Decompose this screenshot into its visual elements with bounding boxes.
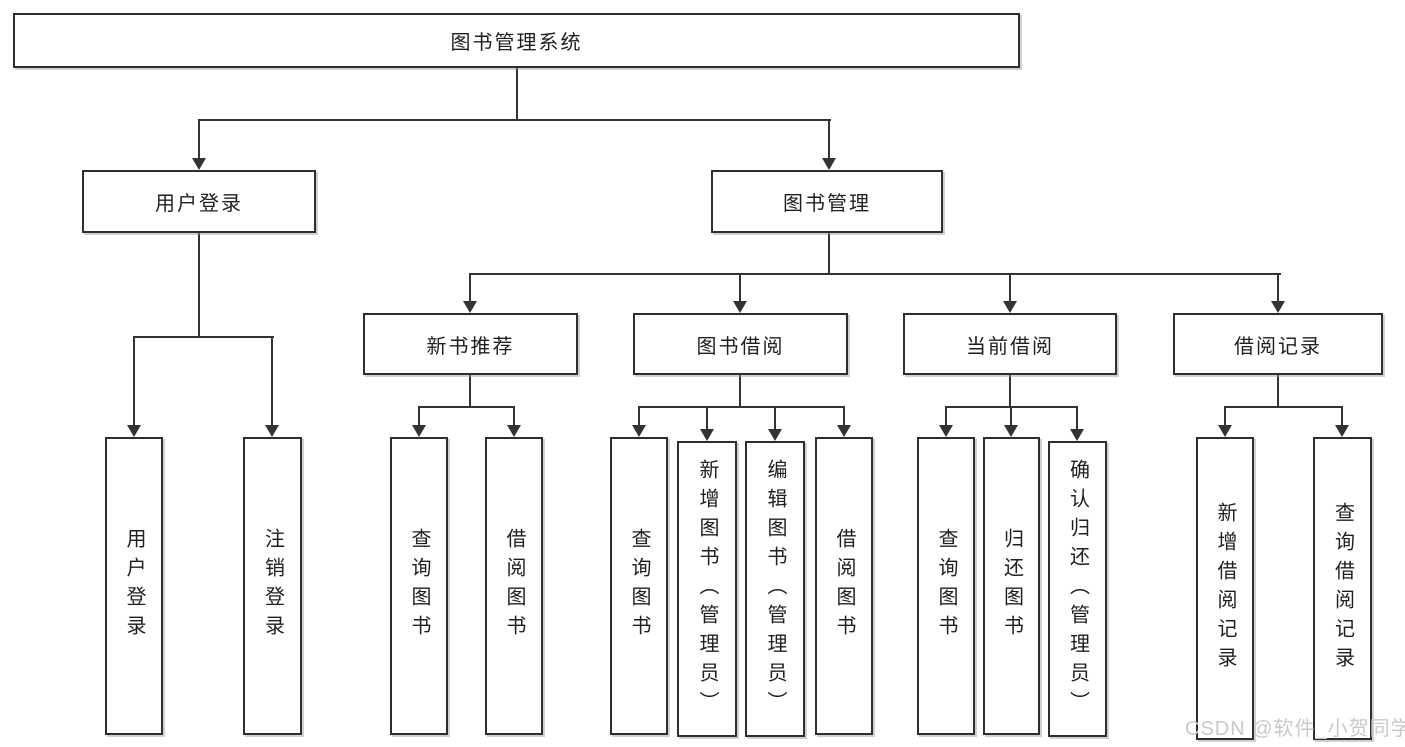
- connector-arrow: [1271, 273, 1285, 313]
- node-user-login: 用户登录: [82, 170, 316, 233]
- connector-arrow: [463, 273, 477, 313]
- leaf-add-book-admin: 新增图书（管理员）: [677, 441, 737, 737]
- connector-arrow: [127, 336, 141, 437]
- connector-line: [828, 233, 830, 274]
- connector-line: [516, 68, 518, 120]
- node-new-book-recommend: 新书推荐: [363, 313, 578, 375]
- connector-arrow: [939, 406, 953, 437]
- leaf-add-borrow-record: 新增借阅记录: [1196, 437, 1254, 740]
- connector-arrow: [632, 406, 646, 437]
- connector-arrow: [1070, 406, 1084, 441]
- leaf-query-books: 查询图书: [610, 437, 668, 735]
- leaf-return-books: 归还图书: [983, 437, 1040, 735]
- connector-arrow: [1004, 406, 1018, 437]
- node-borrowing-records: 借阅记录: [1173, 313, 1383, 375]
- connector-line: [1009, 375, 1011, 407]
- leaf-query-books: 查询图书: [390, 437, 448, 735]
- connector-line: [739, 375, 741, 407]
- leaf-query-books: 查询图书: [917, 437, 975, 735]
- connector-line: [133, 336, 274, 338]
- connector-arrow: [733, 273, 747, 313]
- node-book-borrowing: 图书借阅: [633, 313, 848, 375]
- connector-line: [1225, 406, 1343, 408]
- connector-arrow: [837, 406, 851, 437]
- node-book-management: 图书管理: [711, 170, 943, 233]
- connector-arrow: [507, 406, 521, 437]
- connector-line: [469, 375, 471, 407]
- connector-line: [946, 406, 1078, 408]
- connector-arrow: [412, 406, 426, 437]
- node-current-borrowing: 当前借阅: [903, 313, 1117, 375]
- leaf-confirm-return-admin: 确认归还（管理员）: [1048, 441, 1107, 737]
- connector-arrow: [265, 336, 279, 437]
- csdn-watermark: CSDN @软件_小贺同学: [1185, 718, 1405, 740]
- node-library-system: 图书管理系统: [13, 13, 1020, 68]
- connector-arrow: [768, 406, 782, 441]
- connector-arrow: [1335, 406, 1349, 437]
- leaf-user-login: 用户登录: [105, 437, 163, 735]
- connector-line: [198, 119, 831, 121]
- connector-arrow: [1218, 406, 1232, 437]
- connector-line: [198, 233, 200, 337]
- leaf-borrow-books: 借阅图书: [815, 437, 873, 735]
- connector-line: [1277, 375, 1279, 407]
- leaf-edit-book-admin: 编辑图书（管理员）: [745, 441, 805, 737]
- connector-line: [469, 273, 1281, 275]
- leaf-logout: 注销登录: [243, 437, 302, 735]
- connector-arrow: [1003, 273, 1017, 313]
- connector-line: [419, 406, 515, 408]
- connector-arrow: [192, 119, 206, 170]
- leaf-query-borrow-record: 查询借阅记录: [1313, 437, 1372, 740]
- connector-arrow: [700, 406, 714, 441]
- leaf-borrow-books: 借阅图书: [485, 437, 543, 735]
- connector-line: [639, 406, 845, 408]
- connector-arrow: [822, 119, 836, 170]
